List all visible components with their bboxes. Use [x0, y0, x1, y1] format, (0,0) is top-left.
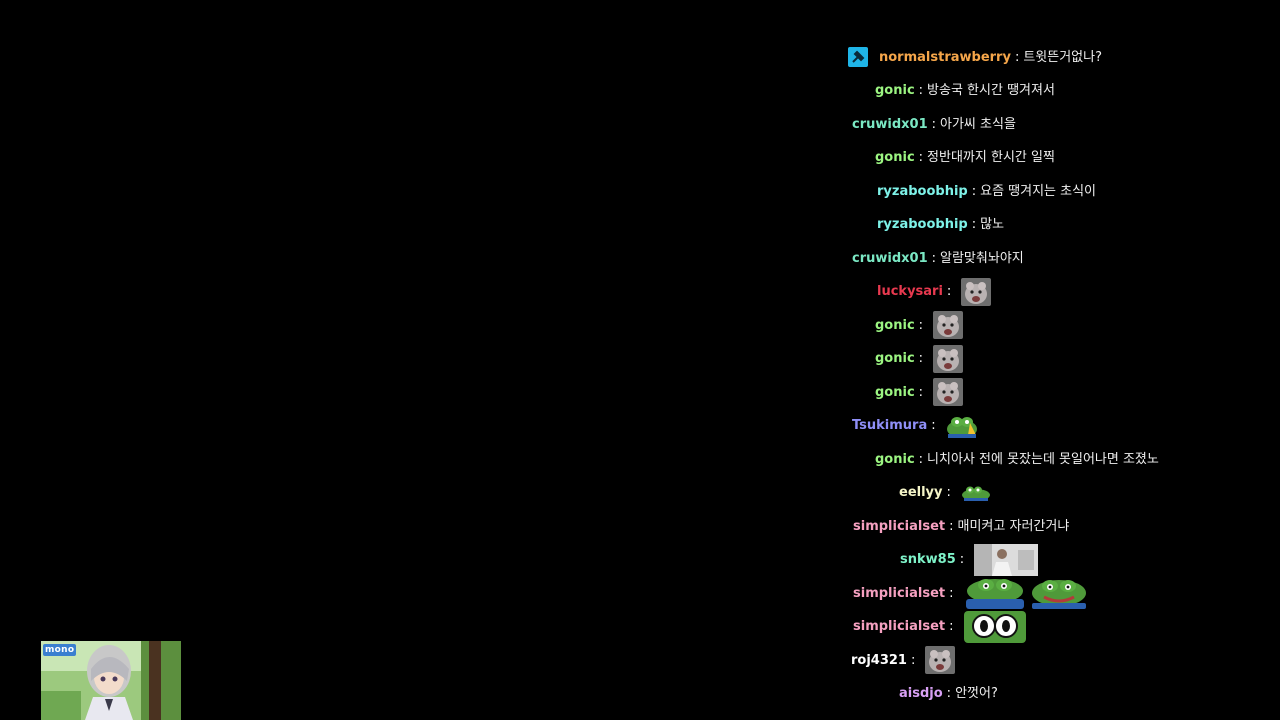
chat-message-text: 많노 [980, 217, 1005, 232]
chat-username[interactable]: ryzaboobhip [877, 217, 968, 232]
chat-message-text: 요즘 땡겨지는 초식이 [980, 183, 1097, 199]
chat-message: ryzaboobhip:요즘 땡겨지는 초식이 [877, 174, 1096, 208]
chat-message: cruwidx01:아가씨 초식을 [852, 107, 1016, 141]
pepe-eyes-emote [963, 610, 1026, 643]
chat-username[interactable]: Tsukimura [852, 418, 928, 433]
chat-separator: : [949, 585, 954, 601]
chat-separator: : [918, 384, 924, 400]
chat-username[interactable]: gonic [875, 150, 915, 165]
webcam-thumbnail: mono [41, 641, 181, 720]
chat-message: simplicialset: [853, 610, 1026, 644]
hamster-emote [961, 277, 992, 306]
chat-username[interactable]: simplicialset [853, 619, 946, 634]
chat-message-text: 방송국 한시간 땡겨져서 [927, 83, 1055, 98]
chat-message: simplicialset: [853, 576, 1090, 610]
chat-separator: : [959, 552, 965, 567]
chat-message-text: 알람맞춰놔야지 [940, 250, 1024, 266]
chat-username[interactable]: gonic [875, 317, 915, 333]
chat-message-text: 매미켜고 자러간거냐 [957, 518, 1070, 534]
chat-username[interactable]: luckysari [877, 284, 943, 299]
chat-message: cruwidx01:알람맞춰놔야지 [852, 241, 1024, 275]
chat-username[interactable]: eellyy [899, 485, 943, 500]
chat-username[interactable]: cruwidx01 [852, 250, 928, 266]
chat-separator: : [931, 250, 937, 266]
chat-username[interactable]: gonic [875, 384, 915, 400]
chat-username[interactable]: gonic [875, 351, 915, 366]
chat-separator: : [918, 451, 924, 467]
chat-separator: : [946, 485, 951, 500]
chat-username[interactable]: normalstrawberry [879, 49, 1011, 65]
chat-message: gonic: [875, 308, 964, 342]
chat-separator: : [971, 217, 977, 232]
chat-username[interactable]: gonic [875, 83, 915, 98]
chat-separator: : [918, 150, 924, 165]
pepe-smile-emote [1028, 577, 1090, 609]
chat-message: luckysari: [877, 275, 992, 309]
chat-username[interactable]: aisdjo [899, 686, 943, 701]
chat-separator: : [1014, 49, 1020, 65]
hamster-emote [933, 378, 964, 406]
chat-username[interactable]: simplicialset [853, 518, 946, 534]
chat-message-text: 정반대까지 한시간 일찍 [927, 150, 1055, 165]
chat-message: snkw85: [900, 543, 1039, 577]
pepe-blanket-emote [964, 577, 1026, 609]
chat-panel: normalstrawberry:트윗뜬거없나?gonic:방송국 한시간 땡겨… [848, 40, 1268, 720]
chat-separator: : [918, 317, 924, 333]
chat-message: eellyy: [899, 476, 991, 510]
chat-separator: : [946, 686, 952, 701]
chat-separator: : [931, 116, 937, 132]
moderator-badge-icon [848, 47, 868, 67]
chat-message: ryzaboobhip:많노 [877, 208, 1004, 242]
channel-logo: mono [43, 644, 77, 656]
chat-username[interactable]: roj4321 [851, 652, 907, 668]
chat-separator: : [918, 351, 924, 366]
chat-separator: : [910, 652, 916, 668]
chat-username[interactable]: snkw85 [900, 552, 956, 567]
pepe-lying-emote [961, 484, 991, 502]
chat-username[interactable]: gonic [875, 451, 915, 467]
photo-emote [974, 543, 1039, 576]
chat-message-text: 안껏어? [955, 686, 998, 701]
chat-message: simplicialset:매미켜고 자러간거냐 [853, 509, 1069, 543]
chat-message: roj4321: [851, 643, 956, 677]
chat-message-text: 트윗뜬거없나? [1023, 49, 1102, 65]
hamster-emote [933, 311, 964, 339]
chat-separator: : [946, 284, 952, 299]
chat-separator: : [949, 518, 954, 534]
chat-username[interactable]: cruwidx01 [852, 116, 928, 132]
chat-separator: : [949, 619, 954, 634]
chat-message: gonic: [875, 342, 964, 376]
chat-separator: : [918, 83, 924, 98]
chat-message-text: 니치아사 전에 못잤는데 못일어나면 조졌노 [927, 451, 1159, 467]
pepe-bell-emote [946, 413, 980, 439]
chat-message: gonic:방송국 한시간 땡겨져서 [875, 74, 1055, 108]
chat-message: gonic: [875, 375, 964, 409]
chat-message: gonic:니치아사 전에 못잤는데 못일어나면 조졌노 [875, 442, 1159, 476]
chat-separator: : [931, 418, 936, 433]
chat-message: Tsukimura: [852, 409, 980, 443]
chat-message: gonic:정반대까지 한시간 일찍 [875, 141, 1055, 175]
chat-username[interactable]: simplicialset [853, 585, 946, 601]
chat-message: aisdjo:안껏어? [899, 677, 998, 711]
chat-message-text: 아가씨 초식을 [940, 116, 1016, 132]
hamster-emote [933, 344, 964, 373]
chat-username[interactable]: ryzaboobhip [877, 183, 968, 199]
chat-message: normalstrawberry:트윗뜬거없나? [848, 40, 1102, 74]
hamster-emote [925, 646, 956, 674]
chat-separator: : [971, 183, 977, 199]
